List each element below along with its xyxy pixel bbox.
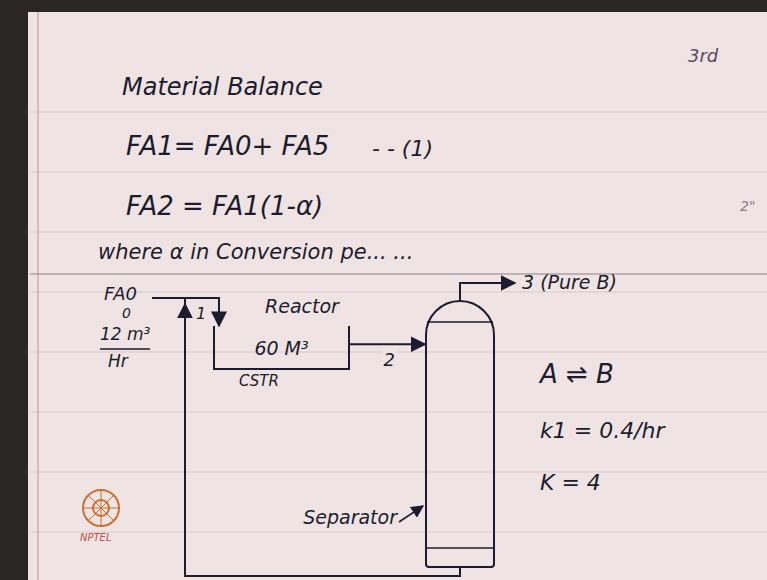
stream-name: FA0 — [104, 284, 137, 305]
flow-unit: Hr — [108, 352, 128, 372]
page-number: 3rd — [688, 46, 718, 67]
feed-line — [152, 297, 185, 299]
reactor-heading: Reactor — [265, 296, 348, 318]
reaction: A ⇌ B — [540, 360, 614, 390]
product-stream — [460, 283, 515, 300]
ruled-lines — [30, 112, 767, 532]
stream-number: 2 — [382, 350, 397, 371]
leader-arrow — [399, 506, 423, 522]
tray-line — [427, 547, 493, 549]
rate-constant: k1 = 0.4/hr — [540, 418, 665, 443]
page-heading: Material Balance — [122, 74, 323, 102]
separator-column: Separator — [425, 300, 495, 568]
margin-line — [38, 12, 39, 580]
equilibrium-constant: K = 4 — [540, 470, 601, 495]
tray-line — [427, 321, 493, 323]
stream-number: 0 — [122, 305, 131, 321]
separator-label: Separator — [303, 507, 397, 529]
reactor-type: CSTR — [239, 373, 348, 390]
left-dark-band — [0, 0, 28, 580]
vessel-volume: 60 M³ — [215, 338, 348, 360]
nptel-logo — [83, 490, 119, 526]
equation: FA1= FA0+ FA5 — [126, 132, 329, 162]
equation: FA2 = FA1(1-α) — [126, 192, 323, 222]
stream-number: 1 — [196, 305, 206, 323]
fraction-bar — [100, 348, 150, 350]
stream-connector — [185, 298, 460, 576]
equation-number: - - (1) — [372, 136, 433, 161]
stream-lines — [152, 283, 515, 548]
stream-label: 3 (Pure B) — [522, 272, 617, 294]
note-text: where α in Conversion pe... ... — [98, 240, 413, 264]
stream-connector — [350, 343, 425, 345]
paper-edge — [30, 273, 767, 274]
logo-text: NPTEL — [80, 532, 112, 544]
reactor-node: Reactor 60 M³ CSTR — [213, 296, 348, 390]
cstr-vessel: 60 M³ — [213, 326, 350, 370]
flow-rate: 12 m³ — [100, 325, 150, 345]
margin-mark: 2" — [740, 198, 755, 214]
top-dark-band — [0, 0, 767, 12]
